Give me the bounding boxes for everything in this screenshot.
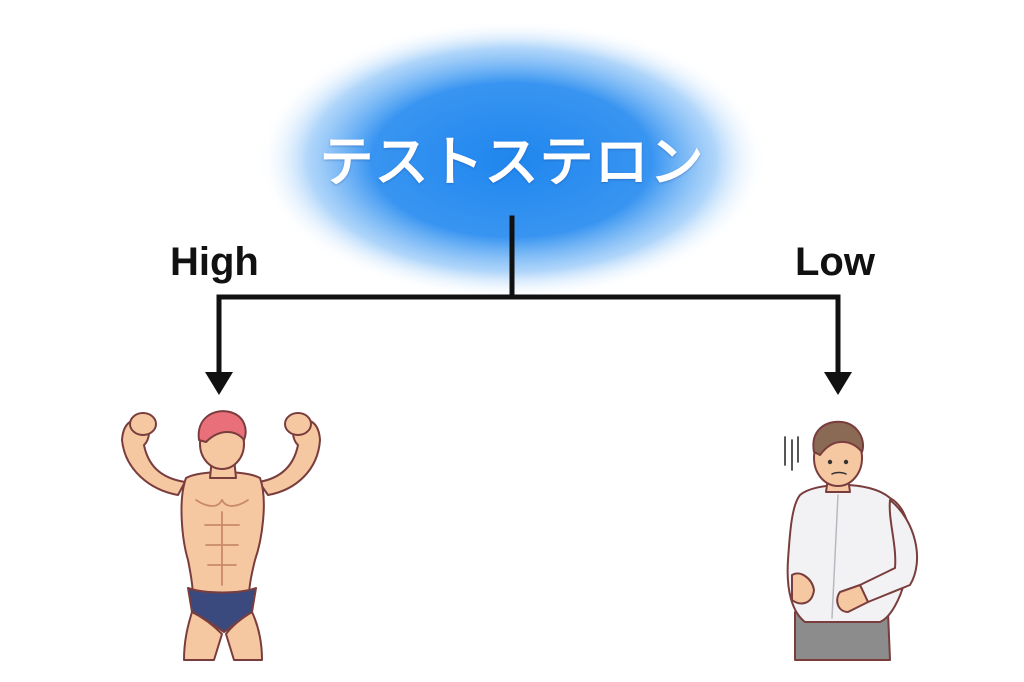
arrow-down-icon — [205, 372, 233, 395]
connector-lines — [216, 215, 841, 378]
overweight-man-illustration — [784, 420, 918, 661]
muscular-man-illustration — [121, 410, 321, 661]
title-glow — [257, 20, 767, 300]
branch-label-low: Low — [795, 240, 875, 284]
branch-label-high: High — [170, 240, 259, 284]
diagram-title: テストステロン — [319, 130, 705, 194]
arrow-down-icon — [824, 372, 852, 395]
